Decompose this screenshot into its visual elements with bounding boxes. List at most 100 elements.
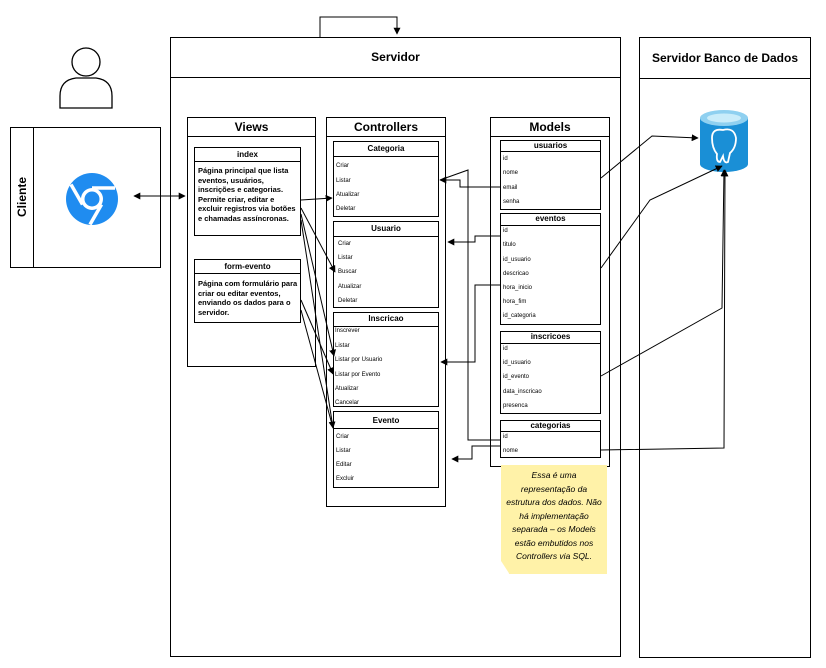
controller-method: Listar [336, 448, 351, 454]
categorias-categoria-connector [439, 169, 500, 441]
index-usuario-connector [300, 207, 336, 273]
servidor-header-line [171, 77, 620, 78]
controller-inscricao-line [334, 326, 438, 327]
view-form-evento-description: Página com formulário para criar ou edit… [198, 279, 298, 317]
model-field: presenca [503, 403, 528, 409]
views-title: Views [234, 120, 269, 134]
model-usuarios-title: usuarios [533, 141, 568, 150]
controller-method: Cancelar [335, 400, 360, 406]
model-field: id [503, 434, 508, 440]
controller-categoria-line [334, 156, 438, 157]
usuarios-db-connector [600, 134, 699, 179]
model-categorias-title: categorias [530, 421, 571, 430]
controller-usuario: Usuario Criar Listar Buscar Atualizar De… [333, 221, 439, 308]
eventos-usuario-connector [447, 235, 500, 246]
inscricoes-db-connector [600, 169, 728, 377]
controller-method: Excluir [336, 476, 355, 482]
model-field: data_inscricao [503, 389, 542, 395]
controller-inscricao: Inscricao Inscrever Listar Listar por Us… [333, 312, 439, 407]
view-form-evento: form-evento Página com formulário para c… [194, 259, 301, 323]
sticky-note: Essa é uma representação da estrutura do… [501, 465, 607, 574]
model-field: id_usuario [503, 360, 531, 366]
controller-method: Listar [338, 255, 353, 261]
model-eventos-line [501, 225, 600, 226]
model-field: id [503, 156, 508, 162]
view-form-evento-title: form-evento [224, 262, 271, 271]
controller-categoria-title: Categoria [367, 144, 405, 153]
model-inscricoes-line [501, 343, 600, 344]
index-evento-connector [300, 219, 336, 429]
controllers-header-line [327, 136, 445, 137]
models-title: Models [529, 120, 571, 134]
controller-evento-title: Evento [372, 416, 400, 425]
model-usuarios: usuarios id nome email senha [500, 140, 601, 210]
controller-method: Criar [336, 434, 349, 440]
controller-method: Atualizar [335, 386, 359, 392]
model-eventos: eventos id titulo id_usuario descricao h… [500, 213, 601, 325]
controller-evento-line [334, 428, 438, 429]
eventos-inscricao-connector [440, 284, 500, 366]
model-field: descricao [503, 271, 529, 277]
views-header-line [188, 136, 315, 137]
models-header-line [491, 136, 609, 137]
model-field: id [503, 346, 508, 352]
model-field: titulo [503, 242, 516, 248]
controller-evento: Evento Criar Listar Editar Excluir [333, 411, 439, 488]
controller-usuario-line [334, 236, 438, 237]
model-inscricoes: inscricoes id id_usuario id_evento data_… [500, 331, 601, 414]
model-field: email [503, 185, 518, 191]
controller-method: Listar por Evento [335, 372, 381, 378]
model-usuarios-line [501, 151, 600, 152]
model-field: id_usuario [503, 257, 531, 263]
chrome-icon [66, 173, 118, 226]
controllers-title: Controllers [353, 120, 418, 134]
view-index: index Página principal que lista eventos… [194, 147, 301, 236]
model-categorias-line [501, 431, 600, 432]
sticky-note-text: Essa é uma representação da estrutura do… [506, 470, 602, 561]
controller-method: Atualizar [338, 284, 362, 290]
controller-method: Editar [336, 462, 352, 468]
cliente-divider [33, 128, 34, 267]
form-evento-inscricao-connector [300, 299, 334, 375]
view-index-line [195, 161, 300, 162]
db-server-title: Servidor Banco de Dados [651, 51, 799, 65]
categorias-evento-connector [451, 445, 500, 463]
controller-method: Deletar [338, 298, 358, 304]
controller-method: Criar [338, 241, 351, 247]
eventos-db-connector [600, 165, 723, 269]
view-index-title: index [237, 150, 258, 159]
servidor-loop-connector [319, 16, 401, 37]
categorias-db-connector [600, 169, 729, 451]
model-field: senha [503, 199, 520, 205]
controller-method: Listar [335, 343, 350, 349]
database-icon [700, 110, 748, 172]
model-field: nome [503, 448, 519, 454]
controller-method: Listar [336, 178, 351, 184]
model-field: id_categoria [503, 313, 536, 319]
controller-method: Buscar [338, 269, 357, 275]
usuarios-categoria-connector [439, 176, 500, 188]
db-server-header-line [640, 78, 810, 79]
model-inscricoes-title: inscricoes [530, 332, 571, 341]
controller-method: Listar por Usuario [335, 357, 383, 363]
model-field: id [503, 228, 508, 234]
user-icon [59, 47, 113, 109]
model-field: hora_inicio [503, 285, 533, 291]
view-form-evento-line [195, 273, 300, 274]
controller-inscricao-title: Inscricao [368, 314, 404, 323]
controller-usuario-title: Usuario [371, 224, 401, 233]
form-evento-evento-connector [300, 309, 334, 429]
controller-method: Inscrever [335, 328, 360, 334]
index-categoria-connector [300, 194, 333, 202]
model-field: nome [503, 170, 519, 176]
model-eventos-title: eventos [535, 214, 566, 223]
controller-categoria: Categoria Criar Listar Atualizar Deletar [333, 141, 439, 217]
model-field: id_evento [503, 374, 530, 380]
controller-method: Deletar [336, 206, 356, 212]
model-field: hora_fim [503, 299, 527, 305]
controller-method: Atualizar [336, 192, 360, 198]
controller-method: Criar [336, 163, 349, 169]
view-index-description: Página principal que lista eventos, usuá… [198, 166, 296, 223]
model-categorias: categorias id nome [500, 420, 601, 458]
